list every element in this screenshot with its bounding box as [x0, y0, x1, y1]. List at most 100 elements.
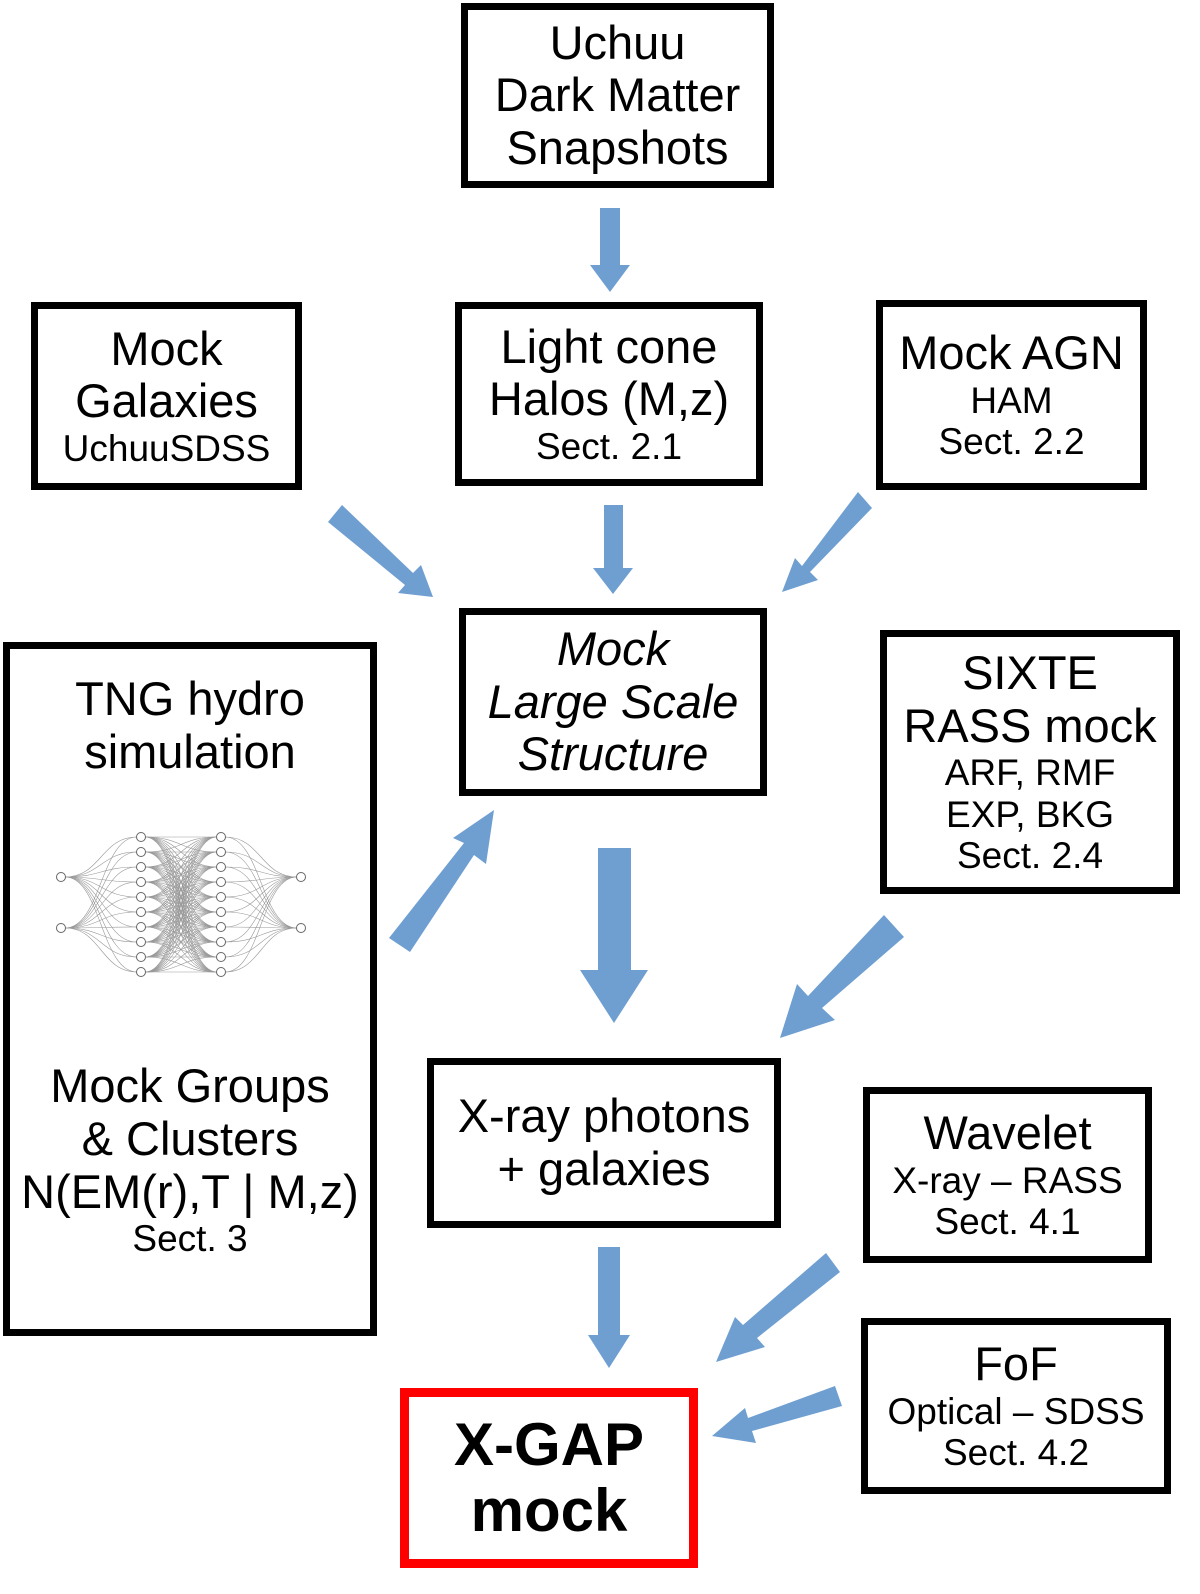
network-connection	[64, 836, 138, 929]
network-connection	[144, 881, 218, 973]
network-node	[136, 952, 146, 963]
node-tng-line-3: Mock Groups	[50, 1059, 330, 1113]
network-node	[136, 907, 146, 918]
node-wavelet: Wavelet X-ray – RASS Sect. 4.1	[863, 1087, 1152, 1263]
network-connection	[144, 866, 218, 973]
network-connection	[64, 876, 138, 913]
node-fof-line-1: FoF	[974, 1337, 1058, 1391]
node-tng-line-4: & Clusters	[81, 1111, 299, 1165]
network-connection	[64, 876, 138, 928]
network-connection	[144, 836, 218, 973]
node-xgap-line-2: mock	[470, 1477, 628, 1544]
node-sixte-line-3: ARF, RMF	[944, 752, 1116, 794]
arrow-uchuu-to-lightcone	[590, 208, 630, 292]
network-node	[136, 862, 146, 873]
network-node	[216, 922, 226, 933]
node-lightcone-line-3: Sect. 2.1	[535, 425, 683, 467]
network-connection	[224, 866, 298, 878]
network-node	[136, 922, 146, 933]
network-node	[216, 832, 226, 843]
network-connection	[144, 941, 218, 973]
network-connection	[224, 876, 298, 973]
network-connection	[64, 866, 138, 878]
network-connection	[64, 851, 138, 878]
network-connection	[144, 911, 218, 973]
network-connection	[144, 836, 218, 883]
network-node	[136, 832, 146, 843]
network-connection	[64, 876, 138, 883]
network-connection	[144, 836, 218, 853]
node-xray-line-2: + galaxies	[497, 1142, 711, 1195]
node-fof-line-2: Optical – SDSS	[887, 1390, 1145, 1432]
node-lightcone-line-1: Light cone	[500, 319, 718, 373]
network-connection	[224, 876, 298, 928]
network-connection	[64, 927, 138, 958]
network-connection	[224, 876, 298, 958]
node-sixte: SIXTE RASS mock ARF, RMF EXP, BKG Sect. …	[880, 630, 1180, 894]
node-fof: FoF Optical – SDSS Sect. 4.2	[861, 1318, 1171, 1494]
network-connection	[224, 927, 298, 973]
network-node	[136, 967, 146, 978]
node-tng-line-5: N(EM(r),T | M,z)	[21, 1164, 359, 1218]
node-galaxies-line-1: Mock	[110, 321, 223, 375]
node-galaxies-line-2: Galaxies	[75, 374, 258, 428]
node-tng-line-2: simulation	[84, 724, 296, 778]
node-xgap-mock: X-GAP mock	[400, 1388, 698, 1568]
network-node	[136, 847, 146, 858]
node-wavelet-line-1: Wavelet	[923, 1106, 1092, 1160]
network-connection	[64, 927, 138, 943]
node-tng-hydro: TNG hydro simulation Mock Groups & Clust…	[3, 642, 377, 1336]
network-connection	[64, 876, 138, 958]
node-agn-line-3: Sect. 2.2	[938, 421, 1085, 463]
network-connection	[224, 911, 298, 929]
node-lss-line-2: Large Scale	[487, 674, 739, 728]
network-connection	[224, 836, 298, 878]
network-node	[216, 937, 226, 948]
node-uchuu-line-3: Snapshots	[506, 120, 729, 174]
network-node	[56, 872, 66, 883]
arrow-lss-to-xray	[580, 848, 648, 1023]
network-connection	[144, 836, 218, 868]
node-xray-photons: X-ray photons + galaxies	[427, 1058, 781, 1228]
network-connection	[64, 911, 138, 929]
node-mock-galaxies: Mock Galaxies UchuuSDSS	[31, 302, 302, 490]
network-node	[216, 892, 226, 903]
network-connection	[224, 866, 298, 929]
network-node	[216, 862, 226, 873]
arrow-fof-to-xgap	[712, 1386, 842, 1443]
node-uchuu-line-2: Dark Matter	[494, 68, 741, 122]
node-sixte-line-1: SIXTE	[962, 646, 1098, 700]
node-agn-line-1: Mock AGN	[899, 326, 1124, 380]
node-agn-line-2: HAM	[970, 379, 1053, 421]
node-wavelet-line-2: X-ray – RASS	[892, 1159, 1123, 1201]
network-connection	[64, 876, 138, 898]
arrow-tng-to-lss	[389, 810, 494, 952]
network-connection	[224, 876, 298, 913]
network-connection	[224, 851, 298, 878]
network-connection	[224, 881, 298, 929]
network-node	[296, 872, 306, 883]
node-xgap-line-1: X-GAP	[453, 1411, 645, 1478]
node-mock-lss: Mock Large Scale Structure	[459, 608, 767, 796]
network-node	[56, 923, 66, 934]
network-node	[296, 923, 306, 934]
node-sixte-line-5: Sect. 2.4	[956, 835, 1104, 877]
network-connection	[64, 836, 138, 878]
arrow-wavelet-to-xgap	[716, 1253, 840, 1362]
node-mock-agn: Mock AGN HAM Sect. 2.2	[876, 300, 1147, 490]
node-tng-line-1: TNG hydro	[75, 672, 305, 725]
network-node	[216, 847, 226, 858]
node-lss-line-3: Structure	[517, 727, 709, 781]
network-connection	[224, 927, 298, 943]
network-connection	[144, 896, 218, 973]
network-connection	[224, 851, 298, 929]
network-node	[136, 937, 146, 948]
node-lightcone-line-2: Halos (M,z)	[488, 372, 730, 426]
network-connection	[144, 956, 218, 973]
node-wavelet-line-3: Sect. 4.1	[934, 1201, 1081, 1243]
node-sixte-line-4: EXP, BKG	[946, 793, 1114, 835]
network-connection	[224, 876, 298, 883]
arrow-lightcone-to-lss	[593, 505, 633, 594]
network-connection	[64, 876, 138, 973]
arrow-agn-to-lss	[782, 492, 872, 592]
